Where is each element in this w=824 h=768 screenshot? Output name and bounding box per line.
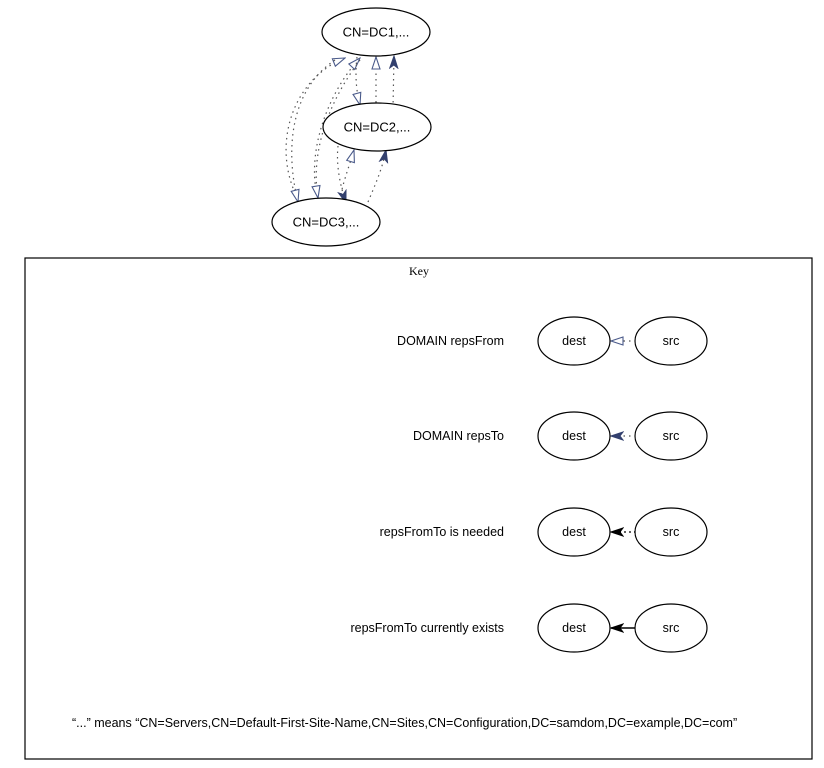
- key-box: Key DOMAIN repsFrom dest src DOMAIN reps…: [24, 257, 813, 760]
- legend-src-node-repsto: [634, 411, 708, 461]
- node-dc3: CN=DC3,...: [271, 197, 381, 247]
- legend-row-repsto: DOMAIN repsTo dest src: [413, 411, 708, 461]
- legend-row-exists: repsFromTo currently exists dest src: [350, 603, 708, 653]
- edge-dc2-to-dc1-repsto: [393, 56, 394, 109]
- legend-dest-node-repsfrom: [537, 316, 611, 366]
- edge-dc3-to-dc2-repsfrom: [339, 150, 354, 201]
- edge-dc2-to-dc3-repsto: [336, 145, 347, 203]
- node-dc3-label: CN=DC3,...: [293, 215, 360, 230]
- legend-label-repsfrom: DOMAIN repsFrom: [397, 334, 504, 348]
- legend-src-node-exists: [634, 603, 708, 653]
- key-footnote: “...” means “CN=Servers,CN=Default-First…: [72, 716, 737, 730]
- legend-dest-label-exists: dest: [562, 621, 586, 635]
- legend-label-repsto: DOMAIN repsTo: [413, 429, 504, 443]
- legend-dest-node-repsto: [537, 411, 611, 461]
- legend-dest-label-repsto: dest: [562, 429, 586, 443]
- node-dc2: CN=DC2,...: [322, 102, 432, 152]
- edge-dc1-to-dc3-repsfrom: [292, 59, 336, 202]
- node-dc2-label: CN=DC2,...: [344, 120, 411, 135]
- legend-dest-label-needed: dest: [562, 525, 586, 539]
- edge-dc1-to-dc3-repsto: [316, 59, 361, 198]
- graph-edges: [285, 56, 394, 203]
- node-dc1: CN=DC1,...: [321, 7, 431, 57]
- legend-dest-node-needed: [537, 507, 611, 557]
- key-title: Key: [409, 264, 429, 278]
- legend-src-label-repsfrom: src: [663, 334, 680, 348]
- legend-row-repsfrom: DOMAIN repsFrom dest src: [397, 316, 708, 366]
- node-dc1-label: CN=DC1,...: [343, 25, 410, 40]
- legend-label-needed: repsFromTo is needed: [380, 525, 504, 539]
- legend-src-label-repsto: src: [663, 429, 680, 443]
- legend-label-exists: repsFromTo currently exists: [350, 621, 504, 635]
- edge-dc3-to-dc1-repsfrom-2: [313, 58, 360, 201]
- legend-src-label-needed: src: [663, 525, 680, 539]
- edge-dc1-to-dc2-repsfrom: [356, 56, 360, 105]
- legend-row-needed: repsFromTo is needed dest src: [380, 507, 708, 557]
- legend-dest-node-exists: [537, 603, 611, 653]
- legend-src-node-repsfrom: [634, 316, 708, 366]
- edge-dc3-to-dc2-repsto: [367, 150, 386, 203]
- legend-src-label-exists: src: [663, 621, 680, 635]
- legend-dest-label-repsfrom: dest: [562, 334, 586, 348]
- legend-src-node-needed: [634, 507, 708, 557]
